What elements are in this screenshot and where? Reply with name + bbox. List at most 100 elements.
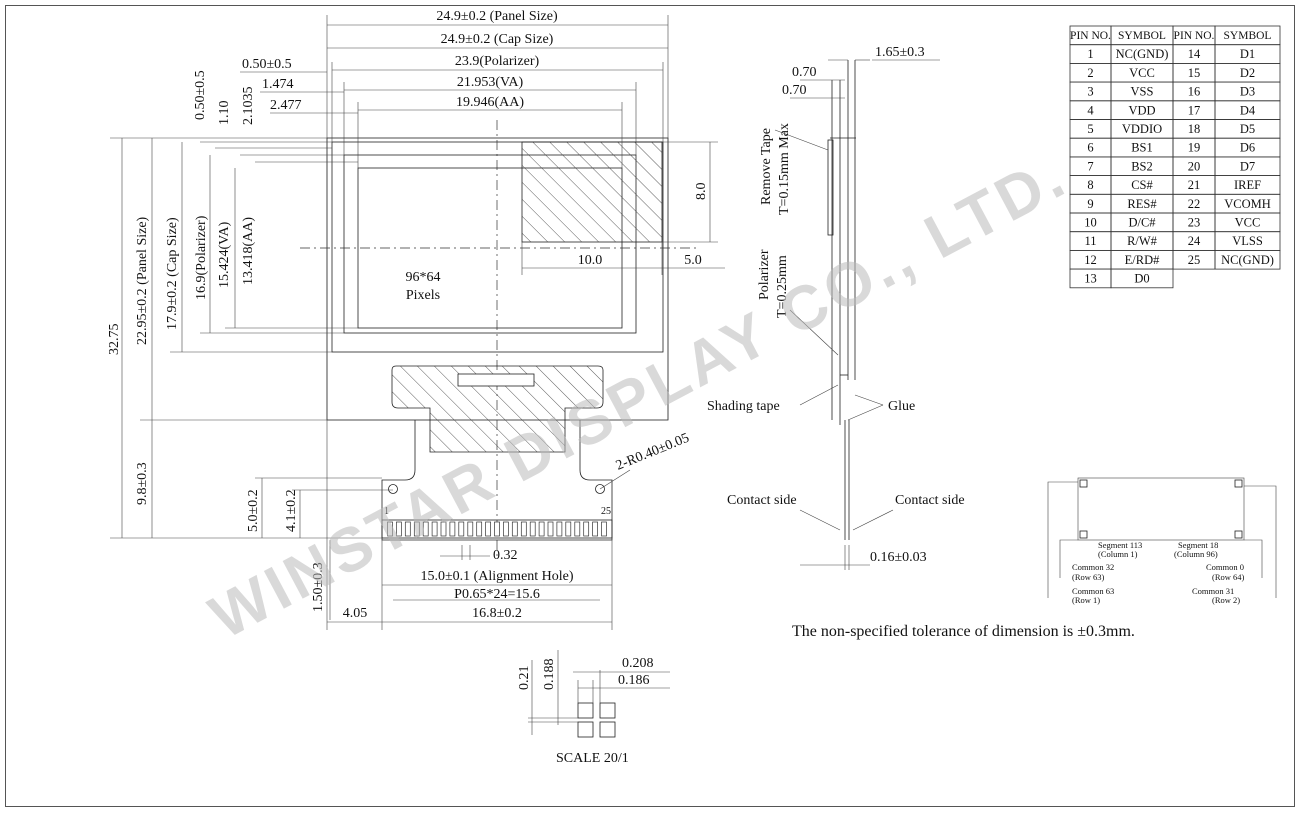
dim-tail: 9.8±0.3 <box>135 462 150 505</box>
fpc-pin <box>467 521 474 537</box>
row2: (Row 2) <box>1212 595 1240 605</box>
alignment-hole-right <box>595 484 605 494</box>
remove-tape-label: Remove Tape <box>759 128 774 205</box>
table-cell-text: 9 <box>1087 197 1093 211</box>
dim-alignment-hole: 15.0±0.1 (Alignment Hole) <box>420 569 573 584</box>
pixels-label: Pixels <box>406 288 440 303</box>
fpc-pin <box>458 521 465 537</box>
table-header: SYMBOL <box>1224 30 1272 42</box>
table-cell-text: VCOMH <box>1224 197 1271 211</box>
table-cell-text: IREF <box>1234 178 1261 192</box>
dim-v-050: 0.50±0.5 <box>193 70 208 120</box>
com32: Common 32 <box>1072 562 1114 572</box>
scale-label: SCALE 20/1 <box>556 751 629 766</box>
table-cell-text: 16 <box>1188 85 1201 99</box>
table-cell-text: 6 <box>1087 141 1093 155</box>
fpc-pin <box>601 521 607 537</box>
table-cell-text: 4 <box>1087 103 1094 117</box>
dim-panel-size: 24.9±0.2 (Panel Size) <box>436 9 558 24</box>
va-outline <box>343 154 637 334</box>
table-cell <box>1214 249 1281 270</box>
dim-v-21035: 2.1035 <box>241 87 256 126</box>
seg18: Segment 18 <box>1178 540 1218 550</box>
remove-tape-thickness: T=0.15mm Max <box>777 123 792 215</box>
dim-v-110: 1.10 <box>217 101 232 126</box>
fpc-thickness: 0.16±0.03 <box>870 550 927 565</box>
table-cell-text: 7 <box>1087 159 1093 173</box>
table-cell-text: D3 <box>1240 85 1255 99</box>
col96: (Column 96) <box>1174 549 1218 559</box>
drawing-frame <box>5 5 1295 807</box>
fpc-pin <box>592 521 598 537</box>
dim-detail-edge: 5.0 <box>684 253 702 268</box>
fpc-pin <box>404 521 411 537</box>
fpc-pin <box>440 521 447 537</box>
pixel-d1: 0.21 <box>517 666 532 691</box>
dim-fpc-41: 4.1±0.2 <box>284 489 299 532</box>
table-cell-text: 23 <box>1188 216 1201 230</box>
table-cell-text: VDDIO <box>1122 122 1162 136</box>
fpc-outline <box>381 420 613 541</box>
dim-left-offset: 4.05 <box>343 606 368 621</box>
dim-fpc-width: 16.8±0.2 <box>472 606 522 621</box>
dim-offset-1474: 1.474 <box>262 77 294 92</box>
table-cell-text: RES# <box>1127 197 1157 211</box>
table-cell-text: 1 <box>1087 47 1093 61</box>
table-cell-text: 2 <box>1087 66 1093 80</box>
dim-v-cap: 17.9±0.2 (Cap Size) <box>165 217 180 330</box>
side-d1: 0.70 <box>792 65 817 80</box>
table-cell-text: 5 <box>1087 122 1093 136</box>
table-cell-text: CS# <box>1131 178 1153 192</box>
com0: Common 0 <box>1206 562 1244 572</box>
table-cell-text: 10 <box>1084 216 1097 230</box>
pixel-d3: 0.208 <box>622 656 654 671</box>
table-cell-text: VLSS <box>1232 234 1263 248</box>
fpc-pin <box>538 521 545 537</box>
table-cell-text: R/W# <box>1127 234 1158 248</box>
dim-cap-size: 24.9±0.2 (Cap Size) <box>441 32 554 47</box>
polarizer-outline <box>331 141 664 353</box>
fpc-pin <box>520 521 527 537</box>
contact-side-left: Contact side <box>727 493 797 508</box>
fpc-pin <box>529 521 536 537</box>
dim-v-polarizer: 16.9(Polarizer) <box>194 215 209 300</box>
fpc-pin-strip <box>381 519 613 539</box>
table-cell-text: 8 <box>1087 178 1093 192</box>
shading-tape-label: Shading tape <box>707 399 780 414</box>
table-cell-text: 11 <box>1084 234 1096 248</box>
pin-first-label: 1 <box>384 506 389 517</box>
dim-offset-2477: 2.477 <box>270 98 302 113</box>
polarizer-thickness: T=0.25mm <box>775 255 790 318</box>
table-cell-text: D2 <box>1240 66 1255 80</box>
dim-fpc-50: 5.0±0.2 <box>246 489 261 532</box>
table-cell-text: 12 <box>1084 253 1097 267</box>
dim-v-aa: 13.418(AA) <box>241 217 256 285</box>
table-cell-text: 19 <box>1188 141 1201 155</box>
table-cell-text: 3 <box>1087 85 1093 99</box>
table-cell-text: D6 <box>1240 141 1255 155</box>
table-cell-text: D1 <box>1240 47 1255 61</box>
fpc-pin <box>503 521 509 537</box>
front-view: 24.9±0.2 (Panel Size) 24.9±0.2 (Cap Size… <box>107 9 725 630</box>
table-cell-text: NC(GND) <box>1221 253 1274 267</box>
polarizer-label: Polarizer <box>757 249 772 300</box>
table-cell-text: 17 <box>1188 103 1201 117</box>
row64: (Row 64) <box>1212 572 1245 582</box>
table-cell-text: E/RD# <box>1125 253 1160 267</box>
table-cell-text: D4 <box>1240 103 1256 117</box>
fpc-pin <box>565 521 572 537</box>
col1: (Column 1) <box>1098 549 1138 559</box>
table-header: PIN NO. <box>1174 30 1215 42</box>
row1: (Row 1) <box>1072 595 1100 605</box>
table-cell-text: VDD <box>1128 103 1155 117</box>
table-cell-text: D5 <box>1240 122 1255 136</box>
table-cell-text: NC(GND) <box>1116 47 1169 61</box>
table-cell <box>1110 268 1174 289</box>
table-cell-text: BS2 <box>1131 159 1153 173</box>
shading-tape <box>391 365 604 453</box>
table-cell-text: 24 <box>1188 234 1201 248</box>
fpc-pins <box>387 521 607 537</box>
fpc-pin <box>431 521 438 537</box>
table-cell-text: D0 <box>1134 272 1149 286</box>
